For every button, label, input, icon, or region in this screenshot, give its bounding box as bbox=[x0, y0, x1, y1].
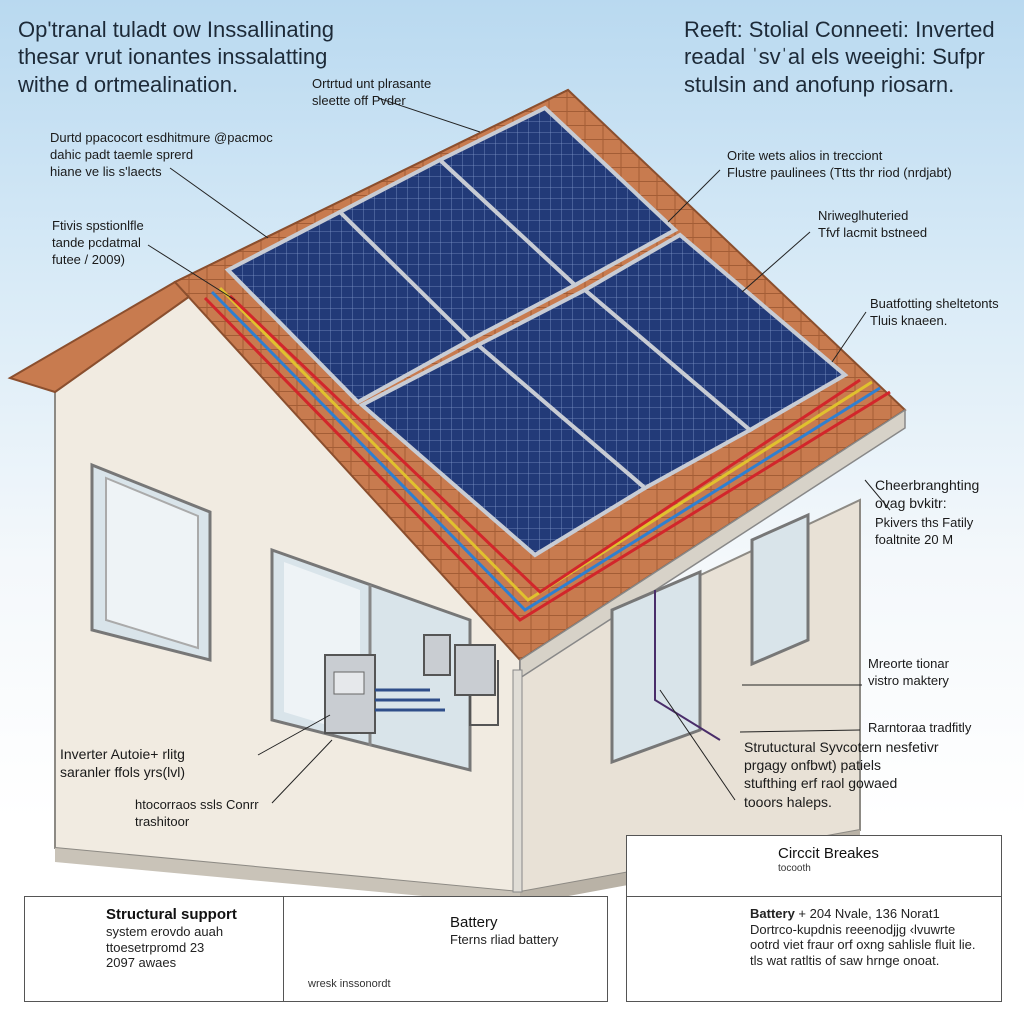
legend-battery-box bbox=[626, 896, 1002, 1002]
solar-panel bbox=[581, 232, 849, 433]
wall-inverter bbox=[324, 634, 499, 734]
legend-battery-large: Battery + 204 Nvale, 136 Norat1 Dortrco-… bbox=[750, 906, 976, 968]
title-left: Op'tranal tuladt ow Inssallinating thesa… bbox=[18, 17, 335, 97]
roof-wiring bbox=[203, 286, 891, 622]
callout-right-7: Rarntoraa tradfitly bbox=[868, 720, 972, 735]
solar-panel-array bbox=[224, 105, 849, 558]
foundation bbox=[55, 848, 520, 905]
callout-leaders bbox=[147, 97, 891, 804]
legend-structural: Structural support system erovdo auah tt… bbox=[106, 906, 237, 971]
legend-battery-caption: wresk inssonordt bbox=[308, 978, 391, 990]
legend-bottom-left bbox=[24, 896, 608, 1002]
window-left bbox=[90, 462, 212, 662]
legend-battery-unit: Battery Fterns rliad battery bbox=[450, 914, 559, 947]
title-right: Reeft: Stolial Conneeti: Inverted readal… bbox=[684, 17, 995, 97]
solar-panel bbox=[436, 105, 679, 288]
legend-breaker: Circcit Breakes tocooth bbox=[778, 845, 879, 874]
